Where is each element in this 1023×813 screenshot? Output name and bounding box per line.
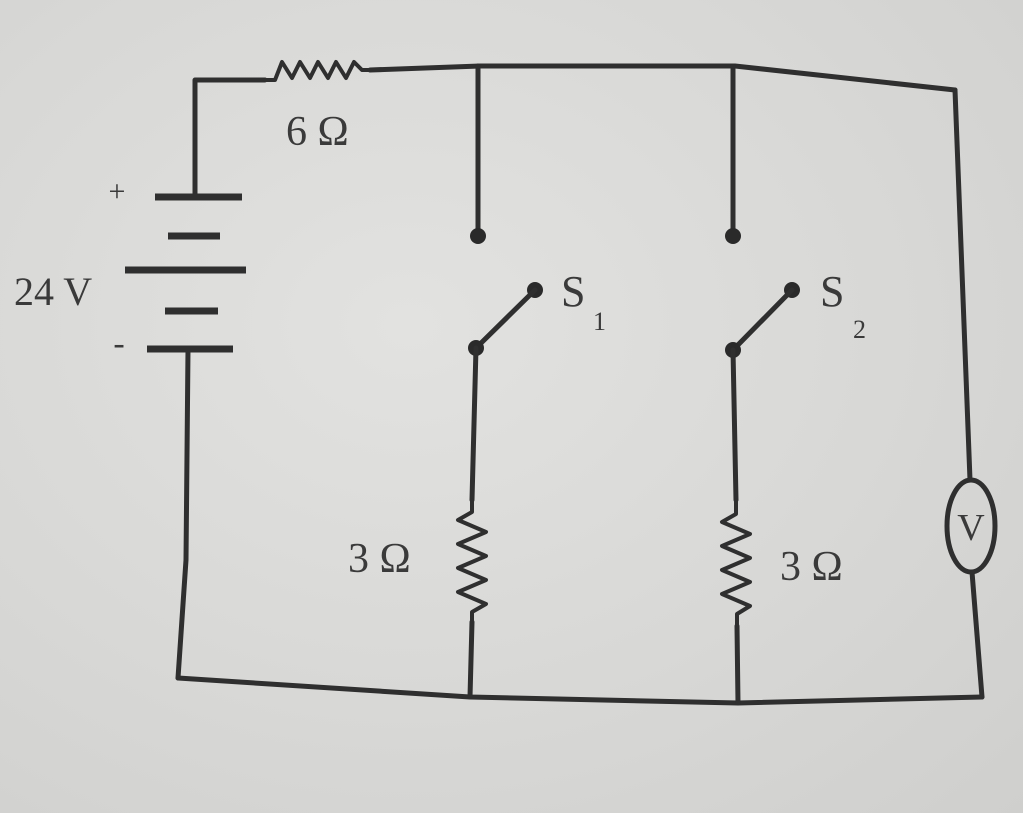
resistor-3-ohm-left-label: 3 Ω <box>348 536 411 582</box>
s2-label: S <box>820 267 844 316</box>
branch-1-mid-wire <box>469 345 479 503</box>
battery-minus-sign: - <box>113 325 124 362</box>
wire-right-upper <box>952 87 973 483</box>
branch-1-bottom-wire <box>467 619 475 700</box>
voltmeter-symbol: V <box>957 507 985 549</box>
resistor-6-ohm-zigzag <box>263 60 372 82</box>
wire-left-top <box>192 77 268 200</box>
voltmeter: V <box>944 477 998 575</box>
s2-subscript: 2 <box>853 315 866 344</box>
battery-voltage-label: 24 V <box>14 269 92 314</box>
s1-label: S <box>561 267 585 316</box>
wire-right-lower <box>969 569 985 700</box>
battery-plus-sign: + <box>109 175 126 208</box>
resistor-6-ohm-label: 6 Ω <box>286 109 349 155</box>
resistor-3-ohm-left-zigzag <box>456 498 488 624</box>
s1-top-contact <box>470 228 486 244</box>
wire-top-main <box>367 63 958 93</box>
branch-2: S 2 3 Ω <box>720 63 866 706</box>
voltmeter-ring <box>944 477 998 575</box>
resistor-3-ohm-right-zigzag <box>720 498 752 628</box>
switch-s2-lever[interactable] <box>730 287 795 353</box>
switch-s1-lever[interactable] <box>473 287 538 351</box>
wire-left-lower <box>175 347 191 681</box>
s1-subscript: 1 <box>593 307 606 336</box>
s2-top-contact <box>725 228 741 244</box>
branch-2-bottom-wire <box>734 623 741 706</box>
branch-2-mid-wire <box>730 347 739 503</box>
right-wire <box>952 87 985 700</box>
top-wire <box>192 60 958 200</box>
battery: + - 24 V <box>14 175 246 362</box>
bottom-wire <box>175 675 985 706</box>
resistor-3-ohm-right-label: 3 Ω <box>780 544 843 590</box>
branch-1: S 1 3 Ω <box>348 63 606 700</box>
